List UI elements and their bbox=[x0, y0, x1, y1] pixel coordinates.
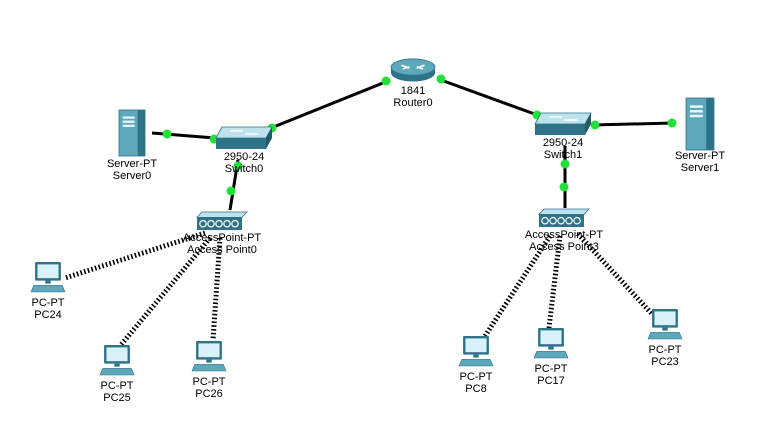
device-model: PC-PT bbox=[31, 297, 65, 309]
device-model: PC-PT bbox=[100, 380, 134, 392]
device-name: Access Point3 bbox=[529, 241, 599, 253]
device-name: PC8 bbox=[465, 383, 487, 395]
device-name: Access Point0 bbox=[187, 244, 257, 256]
pc-icon[interactable] bbox=[30, 262, 66, 293]
link-status-dot bbox=[226, 186, 236, 196]
device-name: PC26 bbox=[195, 388, 223, 400]
device-name: Switch0 bbox=[224, 163, 264, 175]
access-point-icon[interactable] bbox=[196, 211, 248, 230]
link-status-dot bbox=[590, 120, 600, 130]
device-name: PC24 bbox=[34, 309, 62, 321]
device-name: Router0 bbox=[393, 97, 433, 109]
cable-server0-switch0[interactable] bbox=[151, 131, 216, 140]
link-status-dot bbox=[233, 161, 243, 171]
wireless-link-ap0-pc26[interactable] bbox=[210, 237, 223, 341]
device-model: PC-PT bbox=[459, 371, 493, 383]
device-name: PC25 bbox=[103, 392, 131, 404]
switch-icon[interactable] bbox=[215, 126, 273, 149]
wireless-link-ap0-pc24[interactable] bbox=[64, 230, 206, 281]
device-name: PC23 bbox=[651, 356, 679, 368]
device-model: AccessPoint-PT bbox=[182, 232, 262, 244]
wireless-link-ap3-pc8[interactable] bbox=[482, 234, 553, 338]
pc-icon[interactable] bbox=[458, 336, 494, 367]
wireless-link-ap3-pc17[interactable] bbox=[546, 235, 563, 329]
link-status-dot bbox=[381, 76, 391, 86]
device-model: Server-PT bbox=[106, 158, 158, 170]
switch-icon[interactable] bbox=[534, 112, 592, 135]
device-model: 2950-24 bbox=[223, 151, 265, 163]
access-point-icon[interactable] bbox=[538, 208, 590, 227]
wireless-link-ap0-pc25[interactable] bbox=[118, 236, 212, 348]
device-name: Server1 bbox=[680, 162, 720, 174]
device-model: Server-PT bbox=[674, 150, 726, 162]
pc-icon[interactable] bbox=[99, 345, 135, 376]
cable-router0-switch1[interactable] bbox=[440, 78, 541, 118]
wireless-link-ap3-pc23[interactable] bbox=[576, 232, 654, 316]
cable-switch1-server1[interactable] bbox=[591, 121, 675, 127]
cable-router0-switch0[interactable] bbox=[270, 79, 389, 130]
device-model: PC-PT bbox=[192, 376, 226, 388]
device-model: 1841 bbox=[400, 85, 426, 97]
device-name: PC17 bbox=[537, 375, 565, 387]
server-icon[interactable] bbox=[685, 97, 715, 151]
link-status-dot bbox=[436, 74, 446, 84]
pc-icon[interactable] bbox=[533, 328, 569, 359]
link-status-dot bbox=[667, 118, 677, 128]
device-model: PC-PT bbox=[648, 344, 682, 356]
link-status-dot bbox=[162, 129, 172, 139]
pc-icon[interactable] bbox=[191, 341, 227, 372]
device-name: Switch1 bbox=[543, 149, 583, 161]
server-icon[interactable] bbox=[118, 109, 146, 157]
link-status-dot bbox=[560, 159, 570, 169]
pc-icon[interactable] bbox=[647, 309, 683, 340]
device-model: PC-PT bbox=[534, 363, 568, 375]
device-model: AccessPoint-PT bbox=[524, 229, 604, 241]
router-icon[interactable] bbox=[390, 58, 436, 82]
device-name: Server0 bbox=[112, 170, 152, 182]
device-model: 2950-24 bbox=[542, 137, 584, 149]
link-status-dot bbox=[559, 182, 569, 192]
